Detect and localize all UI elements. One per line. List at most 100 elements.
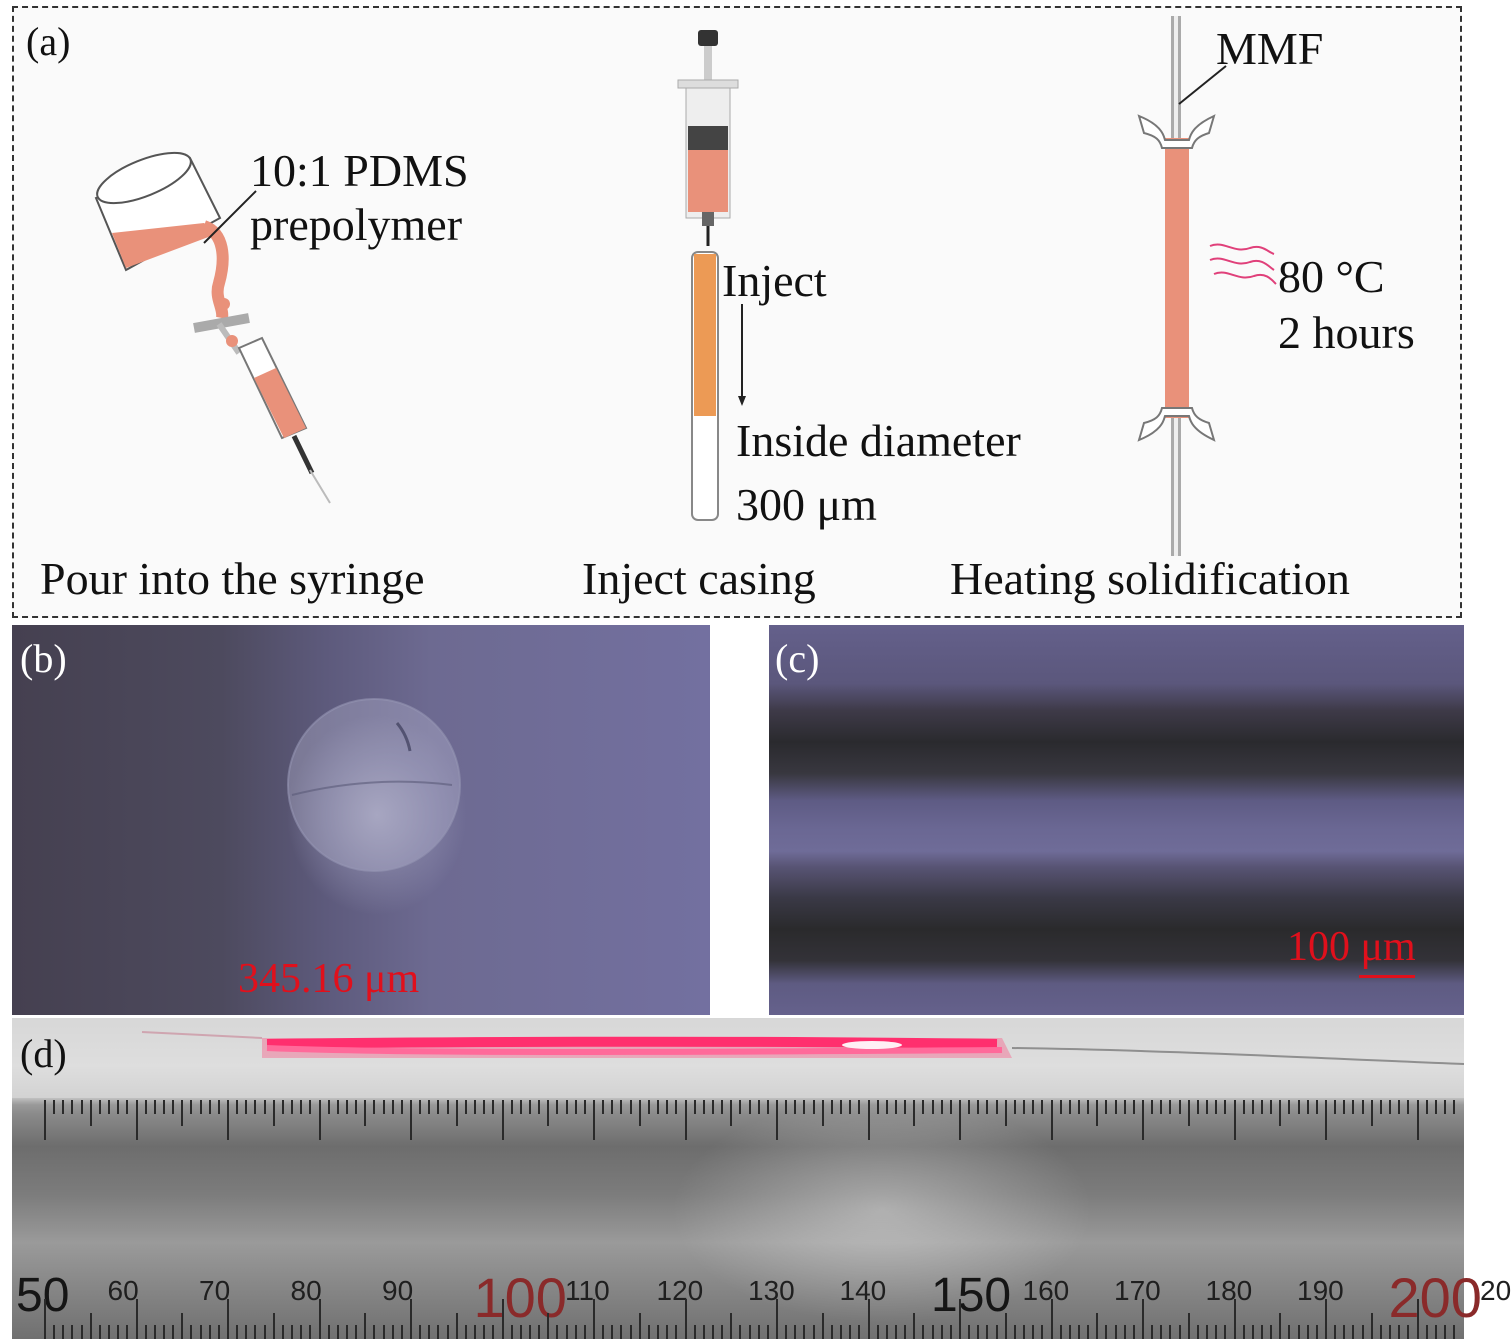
ruler-tick bbox=[1352, 1325, 1355, 1339]
ruler-tick bbox=[336, 1325, 339, 1339]
ruler-tick bbox=[794, 1100, 797, 1114]
step1-caption: Pour into the syringe bbox=[40, 553, 425, 604]
ruler-tick bbox=[1443, 1325, 1446, 1339]
ruler-tick bbox=[291, 1100, 294, 1114]
ruler-tick bbox=[336, 1100, 339, 1114]
panel-d-label: (d) bbox=[20, 1031, 67, 1076]
ruler-tick bbox=[657, 1325, 660, 1339]
panel-a-drawing bbox=[94, 16, 1277, 556]
ruler-tick bbox=[1389, 1100, 1392, 1114]
ruler-tick bbox=[1178, 1100, 1181, 1114]
ruler-tick bbox=[968, 1100, 971, 1114]
scale-bar-label: 100 μm bbox=[1287, 924, 1416, 970]
ruler-tick bbox=[455, 1313, 458, 1339]
ruler-tick bbox=[748, 1100, 751, 1114]
ruler-tick bbox=[1096, 1313, 1099, 1339]
ruler-tick bbox=[766, 1325, 769, 1339]
ruler-tick bbox=[245, 1100, 248, 1114]
ruler-tick bbox=[1151, 1100, 1154, 1114]
ruler-tick bbox=[501, 1299, 504, 1339]
ruler-tick bbox=[446, 1100, 449, 1114]
ruler-tick bbox=[1105, 1100, 1108, 1114]
ruler-tick bbox=[474, 1100, 477, 1114]
ruler-tick bbox=[620, 1100, 623, 1114]
ruler-tick bbox=[1352, 1100, 1355, 1114]
ruler-number: 130 bbox=[748, 1275, 795, 1306]
ruler-tick bbox=[1325, 1100, 1327, 1140]
ruler-tick bbox=[382, 1100, 385, 1114]
ruler-tick bbox=[1132, 1325, 1135, 1339]
ruler-tick bbox=[1306, 1325, 1309, 1339]
ruler-tick bbox=[208, 1325, 211, 1339]
ruler-tick bbox=[757, 1325, 760, 1339]
ruler-tick bbox=[583, 1100, 586, 1114]
ruler-number: 90 bbox=[382, 1275, 414, 1306]
ruler-tick bbox=[885, 1325, 888, 1339]
ruler-tick bbox=[547, 1100, 550, 1126]
ruler-tick bbox=[1260, 1325, 1263, 1339]
ruler-tick bbox=[53, 1325, 56, 1339]
ruler-tick bbox=[931, 1325, 934, 1339]
ruler-tick bbox=[428, 1100, 431, 1114]
ruler-tick bbox=[217, 1325, 220, 1339]
temperature-label: 80 °C bbox=[1278, 251, 1385, 302]
ruler-tick bbox=[437, 1100, 440, 1114]
ruler-tick bbox=[821, 1313, 824, 1339]
ruler-tick bbox=[126, 1325, 129, 1339]
ruler-tick bbox=[1370, 1313, 1373, 1339]
ruler-tick bbox=[1206, 1100, 1209, 1114]
ruler-tick bbox=[1059, 1100, 1062, 1114]
ruler-tick bbox=[1389, 1325, 1392, 1339]
ruler-tick bbox=[959, 1100, 961, 1140]
ruler-tick bbox=[904, 1100, 907, 1114]
ruler-tick bbox=[1407, 1325, 1410, 1339]
ruler-tick bbox=[1361, 1100, 1364, 1114]
ruler-tick bbox=[199, 1100, 202, 1114]
ruler-number: 100 bbox=[473, 1266, 567, 1329]
ruler-tick bbox=[711, 1100, 714, 1114]
ruler-tick bbox=[647, 1325, 650, 1339]
ruler-tick bbox=[876, 1325, 879, 1339]
ruler-tick bbox=[629, 1325, 632, 1339]
ruler-tick bbox=[1260, 1100, 1263, 1114]
ruler-tick bbox=[327, 1100, 330, 1114]
pointer-line bbox=[203, 190, 257, 244]
ruler-tick bbox=[108, 1100, 111, 1114]
ruler-tick bbox=[464, 1100, 467, 1114]
ruler-tick bbox=[1279, 1313, 1282, 1339]
scale-bar bbox=[1359, 975, 1415, 978]
ruler-tick bbox=[647, 1100, 650, 1114]
ruler-tick bbox=[89, 1100, 92, 1126]
ruler-tick bbox=[821, 1100, 824, 1126]
ruler-tick bbox=[830, 1325, 833, 1339]
ruler-tick bbox=[1114, 1100, 1117, 1114]
ruler-tick bbox=[657, 1100, 660, 1114]
ruler-tick bbox=[291, 1325, 294, 1339]
ruler-tick bbox=[940, 1325, 943, 1339]
syringe-tilted-icon bbox=[193, 298, 331, 504]
ruler-tick bbox=[80, 1100, 83, 1114]
ruler-tick bbox=[236, 1325, 239, 1339]
inject-label: Inject bbox=[722, 255, 827, 306]
ruler-tick bbox=[620, 1325, 623, 1339]
ruler-tick bbox=[528, 1100, 531, 1114]
ruler-tick bbox=[693, 1100, 696, 1114]
ruler-tick bbox=[1370, 1100, 1373, 1126]
ruler-tick bbox=[574, 1325, 577, 1339]
ruler-tick bbox=[135, 1100, 138, 1140]
ruler-tick bbox=[629, 1100, 632, 1114]
ruler-tick bbox=[1187, 1100, 1190, 1126]
ruler-tick bbox=[373, 1100, 376, 1114]
ruler-tick bbox=[1206, 1325, 1209, 1339]
ruler-tick bbox=[510, 1100, 513, 1114]
ruler-tick bbox=[556, 1325, 559, 1339]
ruler-tick bbox=[1032, 1325, 1035, 1339]
ruler-tick bbox=[483, 1100, 486, 1114]
ruler-tick bbox=[1288, 1325, 1291, 1339]
ruler-tick bbox=[556, 1100, 559, 1114]
ruler-tick bbox=[135, 1299, 138, 1339]
ruler-number: 190 bbox=[1297, 1275, 1344, 1306]
ruler-tick bbox=[538, 1325, 541, 1339]
ruler-tick bbox=[766, 1100, 769, 1114]
